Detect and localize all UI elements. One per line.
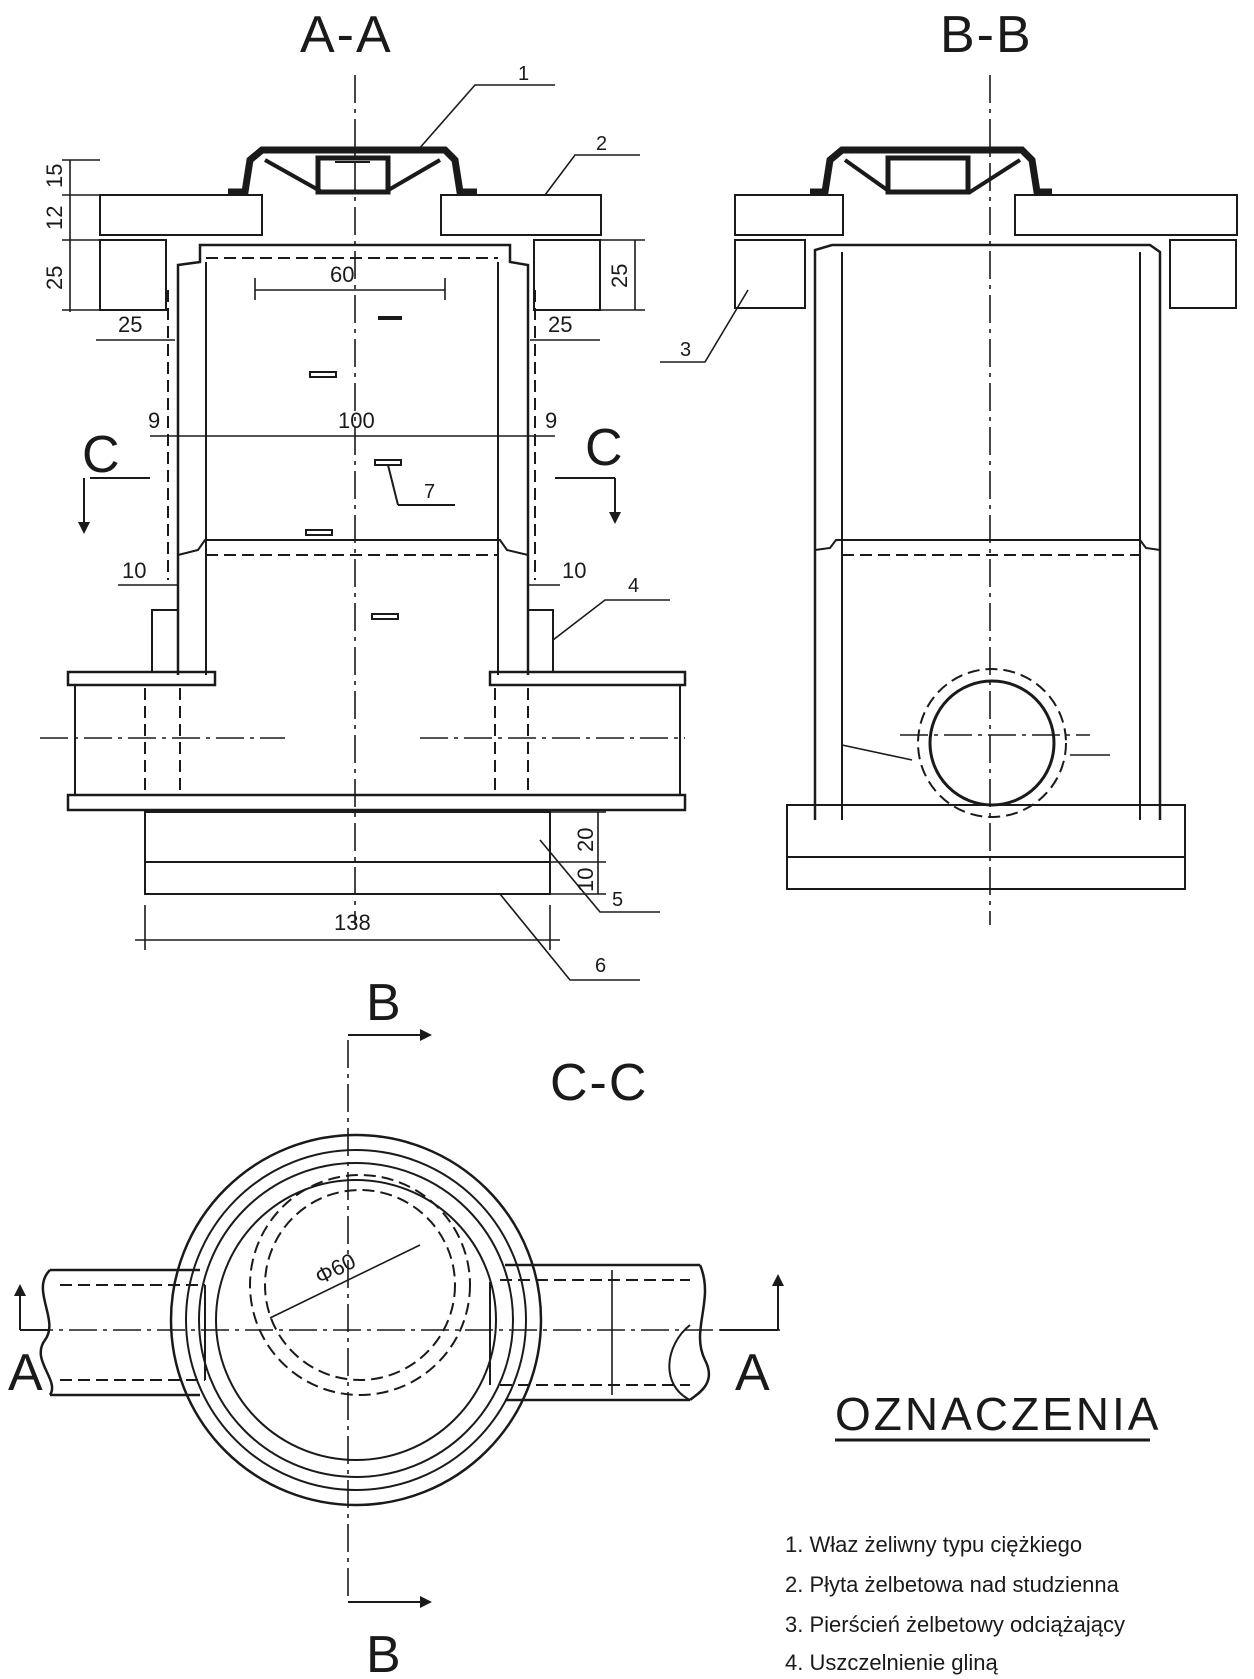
bb-slab-right: [1014, 194, 1238, 236]
cc-ring-2: [185, 1149, 527, 1491]
ring-left: [99, 239, 167, 311]
sand-bed: [144, 861, 551, 895]
cut-a-right-label: A: [735, 1344, 772, 1402]
cut-b-top: B: [348, 974, 432, 1041]
cut-a-right: A: [720, 1274, 784, 1402]
clay-seal-left: [151, 609, 179, 673]
ladder-rungs: [305, 316, 455, 620]
bb-ring-right: [1169, 239, 1237, 309]
callout-7: 7: [424, 481, 435, 503]
aa-callouts: 1 2 7 4 5 6: [417, 63, 670, 981]
pipe-aa: [40, 670, 687, 812]
cut-c-left: C: [78, 426, 150, 534]
callout-3: 3: [680, 339, 691, 361]
dim-25-right: 25: [548, 312, 572, 337]
cut-b-top-label: B: [366, 974, 403, 1032]
legend: OZNACZENIA 1. Właz żeliwny typu ciężkieg…: [785, 1388, 1161, 1675]
manhole-cover: [228, 146, 477, 196]
cut-a-left: A: [8, 1284, 48, 1402]
manhole-cover-bb: [810, 146, 1052, 196]
aa-dimensions: 15 12 25 25 25 25 60 100 9 9 10 10: [42, 159, 645, 950]
dim-10-base: 10: [573, 868, 598, 892]
section-bb-title: B-B: [940, 6, 1033, 64]
dim-60: 60: [330, 262, 354, 287]
callout-2: 2: [596, 133, 607, 155]
cut-c-right-label: C: [585, 419, 625, 477]
cc-outer-ring: [169, 1133, 543, 1507]
dim-9-right: 9: [545, 408, 557, 433]
bb-sand: [786, 856, 1186, 890]
dim-10-left: 10: [122, 558, 146, 583]
bb-base: [786, 804, 1186, 858]
dim-9-left: 9: [148, 408, 160, 433]
concrete-base: [144, 811, 551, 863]
dim-15: 15: [42, 164, 67, 188]
cc-ring-3: [198, 1162, 514, 1478]
callout-6: 6: [595, 955, 606, 977]
callout-4: 4: [628, 575, 639, 597]
legend-item-2: 2. Płyta żelbetowa nad studzienna: [785, 1572, 1120, 1597]
section-cc: C-C Φ60 A: [8, 974, 784, 1679]
legend-item-1: 1. Właz żeliwny typu ciężkiego: [785, 1532, 1082, 1557]
dim-12: 12: [42, 206, 67, 230]
section-cc-title: C-C: [550, 1054, 648, 1112]
cc-opening-outer: [249, 1174, 471, 1396]
cc-inner-ring: [215, 1179, 497, 1461]
shaft: [167, 243, 536, 675]
legend-title: OZNACZENIA: [835, 1388, 1161, 1440]
dim-25-right-vert: 25: [607, 264, 632, 288]
bb-shaft: [813, 243, 1162, 820]
section-bb: B-B 3: [660, 6, 1238, 925]
section-aa-title: A-A: [300, 6, 393, 64]
dim-25-left-vert: 25: [42, 266, 67, 290]
dim-25-left: 25: [118, 312, 142, 337]
cut-c-right: C: [555, 419, 625, 524]
bb-ring-left: [734, 239, 806, 309]
dim-100: 100: [338, 408, 375, 433]
dim-phi60: Φ60: [311, 1248, 360, 1289]
clay-seal-right: [527, 609, 554, 673]
callout-1: 1: [518, 63, 529, 85]
dim-20: 20: [573, 828, 598, 852]
legend-item-3: 3. Pierścień żelbetowy odciążający: [785, 1612, 1125, 1637]
ring-right: [533, 239, 601, 311]
cc-opening-inner: [264, 1189, 456, 1381]
cut-b-bottom-label: B: [366, 1626, 403, 1679]
cut-b-bottom: B: [348, 1596, 432, 1679]
top-slab-right: [440, 194, 602, 236]
dim-10-right: 10: [562, 558, 586, 583]
section-aa: A-A: [40, 6, 687, 981]
legend-item-4: 4. Uszczelnienie gliną: [785, 1650, 999, 1675]
cut-c-left-label: C: [82, 426, 122, 484]
dim-138: 138: [334, 910, 371, 935]
top-slab-left: [99, 194, 263, 236]
cut-a-left-label: A: [8, 1344, 45, 1402]
dim-phi60-line: [269, 1244, 421, 1319]
bb-slab-left: [734, 194, 844, 236]
callout-5: 5: [612, 889, 623, 911]
